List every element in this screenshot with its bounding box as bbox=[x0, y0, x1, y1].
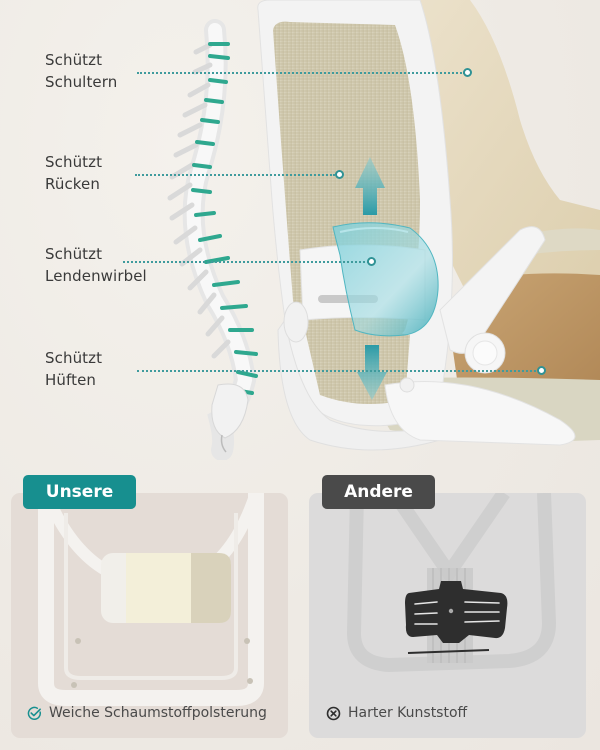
spine-illustration bbox=[167, 19, 258, 460]
guide-line-shoulders bbox=[137, 72, 465, 74]
label-line: Schützt bbox=[45, 349, 103, 367]
label-line: Lendenwirbel bbox=[45, 267, 147, 285]
label-shoulders: Schützt Schultern bbox=[45, 49, 117, 93]
marker-dot-back bbox=[335, 170, 344, 179]
label-line: Rücken bbox=[45, 175, 100, 193]
feature-ours-label: Weiche Schaumstoffpolsterung bbox=[49, 705, 267, 721]
guide-line-back bbox=[135, 174, 335, 176]
feature-other: Harter Kunststoff bbox=[326, 703, 467, 723]
x-circle-icon bbox=[326, 706, 341, 720]
feature-ours: Weiche Schaumstoffpolsterung bbox=[27, 703, 267, 723]
marker-dot-shoulders bbox=[463, 68, 472, 77]
label-hips: Schützt Hüften bbox=[45, 347, 102, 391]
label-line: Hüften bbox=[45, 371, 97, 389]
label-lumbar: Schützt Lendenwirbel bbox=[45, 243, 147, 287]
tag-other: Andere bbox=[322, 475, 435, 509]
guide-line-lumbar bbox=[123, 261, 369, 263]
label-line: Schützt bbox=[45, 51, 103, 69]
label-line: Schultern bbox=[45, 73, 118, 91]
feature-other-label: Harter Kunststoff bbox=[348, 705, 468, 721]
label-back: Schützt Rücken bbox=[45, 151, 102, 195]
foam-lumbar-pad-image bbox=[38, 490, 264, 706]
marker-dot-lumbar bbox=[367, 257, 376, 266]
marker-dot-hips bbox=[537, 366, 546, 375]
plastic-lumbar-support-image bbox=[346, 489, 557, 673]
comparison-card-other bbox=[309, 489, 586, 738]
label-line: Schützt bbox=[45, 245, 103, 263]
comparison-card-ours bbox=[11, 490, 288, 738]
label-line: Schützt bbox=[45, 153, 103, 171]
tag-ours: Unsere bbox=[23, 475, 136, 509]
guide-line-hips bbox=[137, 370, 540, 372]
check-circle-icon bbox=[27, 706, 41, 720]
